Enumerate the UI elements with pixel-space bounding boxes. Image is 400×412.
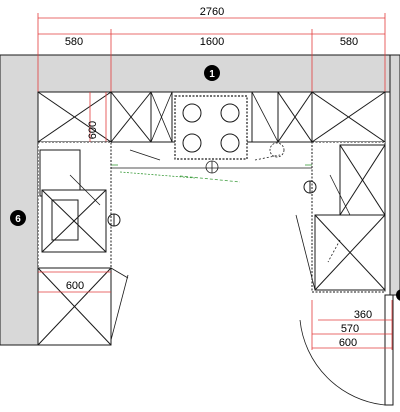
wall-right <box>389 54 400 296</box>
dim-depth-vertical: 600 <box>87 121 99 139</box>
door <box>299 294 394 406</box>
left-cabinets <box>37 141 121 346</box>
dim-center-run: 1600 <box>200 36 224 48</box>
top-dimensions <box>37 13 386 92</box>
top-diagonals <box>150 91 279 143</box>
counter-front <box>111 142 312 174</box>
dim-left-run: 580 <box>65 36 83 48</box>
dim-door-c: 600 <box>339 337 357 349</box>
marker-left-wall: 6 <box>10 210 26 226</box>
right-dimensions <box>311 300 393 350</box>
marker-top-wall-label: 1 <box>209 69 215 80</box>
dim-door-b: 570 <box>341 323 359 335</box>
right-swing-lines <box>295 174 351 291</box>
dim-left-bottom-width: 600 <box>66 280 84 292</box>
left-swing-lines <box>69 174 129 341</box>
left-bottom-dimension <box>38 271 111 293</box>
marker-top-wall: 1 <box>204 65 220 81</box>
right-cabinets <box>303 141 386 293</box>
green-marks <box>111 164 312 183</box>
marker-right-partial <box>396 289 400 301</box>
marker-left-wall-label: 6 <box>15 214 21 225</box>
dim-right-run: 580 <box>340 36 358 48</box>
dim-door-a: 360 <box>354 309 372 321</box>
dim-total-width: 2760 <box>200 6 224 18</box>
cooktop <box>174 95 248 160</box>
